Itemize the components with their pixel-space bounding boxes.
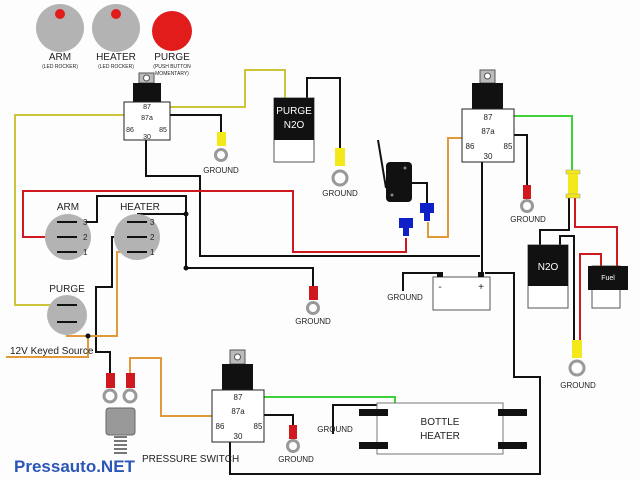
battery-positive-label: + xyxy=(478,282,484,293)
relay-pin-87a: 87a xyxy=(141,115,153,122)
relay-pin-85: 85 xyxy=(254,422,263,431)
pressure-switch: PRESSURE SWITCH xyxy=(102,373,239,465)
relay-pin-30: 30 xyxy=(484,152,493,161)
purge-switch-label: PURGE xyxy=(49,284,85,295)
purge-n2o-solenoid: PURGE N2O xyxy=(273,97,315,163)
pin-label: 2 xyxy=(83,233,88,242)
relay-pin-87: 87 xyxy=(143,104,151,111)
heater-switch: HEATER 3 2 1 xyxy=(114,202,160,260)
arm-knob: ARM (LED ROCKER) xyxy=(36,4,84,70)
purge-button-sub2: MOMENTARY) xyxy=(155,71,189,77)
relay-3: 87 87a 86 85 30 xyxy=(211,349,265,443)
arm-knob-label: ARM xyxy=(49,52,71,63)
purge-solenoid-label: PURGE xyxy=(276,106,312,117)
relay-pin-86: 86 xyxy=(216,422,225,431)
relay-pin-86: 86 xyxy=(126,127,134,134)
purge-button-label: PURGE xyxy=(154,52,190,63)
n2o-solenoid: N2O xyxy=(527,244,569,309)
fuel-solenoid-label: Fuel xyxy=(601,275,615,282)
relay-pin-86: 86 xyxy=(466,142,475,151)
ground-label: GROUND xyxy=(510,215,546,224)
ground-label: GROUND xyxy=(278,455,314,464)
arm-knob-sub: (LED ROCKER) xyxy=(42,64,78,70)
n2o-solenoid-label: N2O xyxy=(538,262,559,273)
ground-label: GROUND xyxy=(295,317,331,326)
micro-switch xyxy=(377,139,434,236)
heater-switch-label: HEATER xyxy=(120,202,160,213)
ground-label: GROUND xyxy=(317,425,353,434)
arm-switch-label: ARM xyxy=(57,202,79,213)
purge-switch: PURGE xyxy=(47,284,87,335)
heater-knob-label: HEATER xyxy=(96,52,136,63)
relay-pin-87a: 87a xyxy=(481,127,495,136)
keyed-source-label: 12V Keyed Source xyxy=(10,346,94,357)
pressure-switch-label: PRESSURE SWITCH xyxy=(142,454,239,465)
purge-button: PURGE (PUSH BUTTON MOMENTARY) xyxy=(152,11,192,77)
pin-label: 1 xyxy=(150,248,155,257)
battery-negative-label: - xyxy=(438,282,441,293)
inline-fuse xyxy=(565,169,581,199)
arm-switch: ARM 3 2 1 xyxy=(45,202,91,260)
purge-solenoid-label-2: N2O xyxy=(284,120,305,131)
relay-pin-87: 87 xyxy=(234,393,243,402)
pin-label: 1 xyxy=(83,248,88,257)
relay-pin-85: 85 xyxy=(159,127,167,134)
bottle-heater-label: BOTTLE xyxy=(421,417,460,428)
ground-label: GROUND xyxy=(203,166,239,175)
ground-terminals: GROUND GROUND GROUND GROUND GROUND GROUN… xyxy=(203,132,596,464)
relay-1: 87 87a 86 85 30 xyxy=(123,72,171,141)
pin-label: 3 xyxy=(150,218,155,227)
heater-knob: HEATER (LED ROCKER) xyxy=(92,4,140,70)
fuel-solenoid: Fuel xyxy=(588,265,628,309)
relay-pin-87a: 87a xyxy=(231,407,245,416)
wires xyxy=(6,69,618,475)
battery: - + xyxy=(432,272,491,311)
ground-label: GROUND xyxy=(322,189,358,198)
bottle-heater-label-2: HEATER xyxy=(420,431,460,442)
relay-pin-30: 30 xyxy=(234,432,243,441)
purge-button-sub1: (PUSH BUTTON xyxy=(153,64,191,70)
relay-pin-30: 30 xyxy=(143,134,151,141)
heater-knob-sub: (LED ROCKER) xyxy=(98,64,134,70)
pin-label: 2 xyxy=(150,233,155,242)
ground-label: GROUND xyxy=(560,381,596,390)
relay-pin-87: 87 xyxy=(484,113,493,122)
watermark: Pressauto.NET xyxy=(14,457,136,476)
bottle-heater: BOTTLE HEATER xyxy=(359,402,527,455)
relay-pin-85: 85 xyxy=(504,142,513,151)
relay-2: 87 87a 86 85 30 xyxy=(461,69,515,163)
ground-label: GROUND xyxy=(387,293,423,302)
pin-label: 3 xyxy=(83,218,88,227)
